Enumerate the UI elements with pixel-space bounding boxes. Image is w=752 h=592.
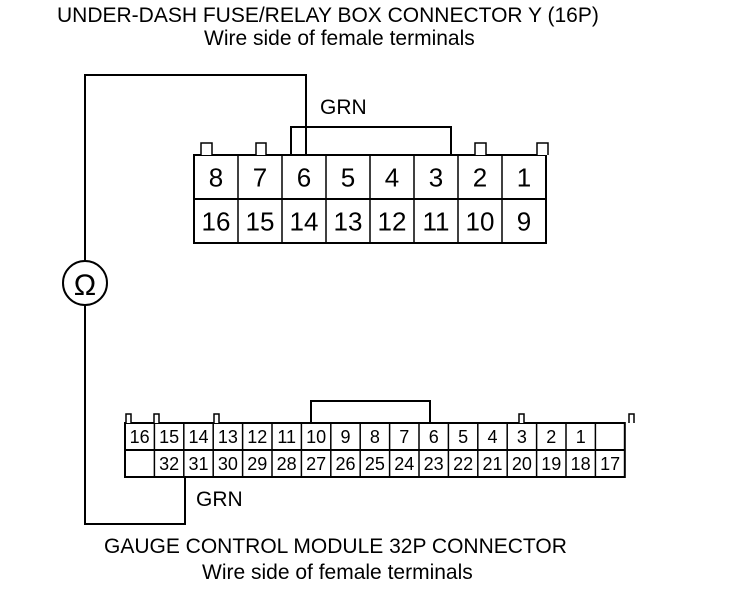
top-connector-latch: [200, 142, 213, 155]
bottom-connector-terminal-label: 26: [335, 454, 355, 474]
bottom-connector-latch: [153, 413, 160, 423]
bottom-connector-terminal-label: 2: [546, 427, 556, 447]
top-connector-terminal-label: 12: [378, 206, 407, 236]
bottom-connector-terminal-label: 1: [576, 427, 586, 447]
test-wires: [84, 74, 307, 525]
top-connector-latch: [536, 142, 549, 155]
bottom-connector-latch: [628, 413, 635, 423]
top-connector-latch: [255, 142, 267, 155]
bottom-connector-terminal-label: 30: [218, 454, 238, 474]
bottom-connector-terminal-label: 19: [541, 454, 561, 474]
top-connector-terminal-label: 5: [341, 162, 355, 192]
top-connector-terminal-label: 14: [290, 206, 319, 236]
bottom-connector-terminal-label: 14: [188, 427, 208, 447]
bottom-connector-terminal-label: 27: [306, 454, 326, 474]
bottom-connector-terminal-label: 23: [424, 454, 444, 474]
top-connector-terminal-label: 9: [517, 206, 531, 236]
top-connector-subtitle: Wire side of female terminals: [204, 27, 475, 50]
bottom-connector-terminal-label: 8: [370, 427, 380, 447]
top-connector-terminal-label: 13: [334, 206, 363, 236]
top-connector-terminal-label: 16: [202, 206, 231, 236]
top-connector-terminal-label: 6: [297, 162, 311, 192]
top-connector-terminal-label: 4: [385, 162, 399, 192]
top-wire-label: GRN: [320, 96, 367, 119]
bottom-wire-label: GRN: [196, 488, 243, 511]
bottom-connector-terminal-label: 32: [159, 454, 179, 474]
wire-to-bottom-terminal-31: [84, 304, 186, 525]
top-connector-terminal-label: 8: [209, 162, 223, 192]
bottom-connector-terminal-label: 31: [188, 454, 208, 474]
bottom-connector-terminal-label: 18: [571, 454, 591, 474]
top-connector-terminal-label: 7: [253, 162, 267, 192]
ohmmeter-icon: Ω: [62, 260, 108, 306]
bottom-connector-terminal-label: 29: [247, 454, 267, 474]
bottom-connector-terminal-label: 6: [429, 427, 439, 447]
top-connector-terminal-label: 2: [473, 162, 487, 192]
top-connector-terminal-label: 15: [246, 206, 275, 236]
bottom-connector-terminal-label: 15: [159, 427, 179, 447]
bottom-connector-terminal-label: 20: [512, 454, 532, 474]
bottom-connector-latch: [213, 413, 220, 423]
wire-to-top-terminal-14: [84, 74, 307, 261]
top-connector-terminal-label: 11: [423, 206, 450, 236]
bottom-connector-terminal-label: 16: [130, 427, 150, 447]
top-connector-latch: [474, 142, 487, 155]
bottom-connector-terminal-label: 7: [399, 427, 409, 447]
bottom-connector-terminal-label: 10: [306, 427, 326, 447]
bottom-connector-title: GAUGE CONTROL MODULE 32P CONNECTOR: [104, 535, 567, 558]
bottom-connector-terminal-label: 3: [517, 427, 527, 447]
top-connector-lock-tab: [290, 126, 452, 155]
bottom-connector-subtitle: Wire side of female terminals: [202, 561, 473, 584]
bottom-connector-terminal-label: 5: [458, 427, 468, 447]
bottom-connector-latch: [125, 413, 132, 423]
bottom-connector-terminal-label: 17: [600, 454, 620, 474]
ohm-symbol: Ω: [74, 269, 96, 302]
bottom-connector-terminal-label: 13: [218, 427, 238, 447]
bottom-connector-terminal-label: 25: [365, 454, 385, 474]
top-connector-terminal-label: 10: [466, 206, 495, 236]
bottom-connector-terminal-label: 22: [453, 454, 473, 474]
top-connector-terminal-label: 1: [517, 162, 531, 192]
bottom-connector-terminal-label: 4: [487, 427, 497, 447]
bottom-connector-terminal-label: 28: [277, 454, 297, 474]
bottom-connector-terminal-label: 12: [247, 427, 267, 447]
bottom-connector-lock-tab: [310, 400, 431, 423]
bottom-connector-terminal-label: 24: [394, 454, 414, 474]
top-connector-title: UNDER-DASH FUSE/RELAY BOX CONNECTOR Y (1…: [57, 4, 599, 27]
bottom-connector-terminal-label: 21: [482, 454, 502, 474]
bottom-connector-latch: [518, 413, 525, 423]
bottom-connector-terminal-label: 9: [340, 427, 350, 447]
top-connector-terminal-label: 3: [429, 162, 443, 192]
bottom-connector-terminal-label: 11: [277, 427, 296, 447]
